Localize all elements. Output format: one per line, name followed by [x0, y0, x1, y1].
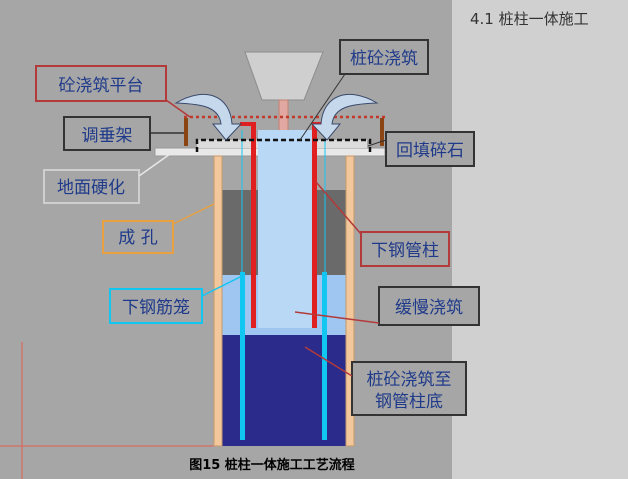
concrete-hopper: [244, 51, 324, 101]
leader-form-hole: [172, 203, 215, 225]
pour-arrow-left: [174, 94, 243, 141]
page-background: [452, 0, 628, 479]
casing-right: [345, 155, 355, 447]
label-form-hole: 成 孔: [102, 220, 174, 254]
steel-column-top-left: [240, 122, 256, 126]
svg-text:调垂架: 调垂架: [82, 126, 133, 146]
adjust-frame-dashed: [195, 138, 372, 152]
svg-text:桩砼浇筑至: 桩砼浇筑至: [367, 370, 452, 390]
figure-caption: 图15 桩柱一体施工工艺流程: [189, 457, 355, 473]
label-lower-steel-column: 下钢管柱: [360, 231, 450, 267]
label-pour-to-column: 桩砼浇筑至 钢管柱底: [351, 361, 467, 416]
section-heading: 4.1 桩柱一体施工: [470, 10, 589, 28]
label-pile-pour: 桩砼浇筑: [339, 39, 429, 75]
adjust-frame-right-post: [380, 118, 384, 146]
svg-text:缓慢浇筑: 缓慢浇筑: [395, 297, 463, 318]
svg-text:回填碎石: 回填碎石: [396, 141, 464, 161]
adjust-frame-left-post: [184, 118, 188, 146]
leader-pour-platform: [165, 99, 191, 118]
svg-text:下钢管柱: 下钢管柱: [371, 241, 439, 261]
steel-column-inner: [258, 130, 314, 328]
label-slow-pour: 缓慢浇筑: [378, 286, 480, 326]
steel-column-wall-left: [251, 122, 256, 328]
svg-text:成 孔: 成 孔: [118, 228, 157, 248]
svg-text:砼浇筑平台: 砼浇筑平台: [59, 76, 144, 96]
leader-backfill: [367, 139, 387, 147]
label-lower-cage: 下钢筋笼: [109, 288, 203, 324]
svg-text:钢管柱底: 钢管柱底: [375, 392, 443, 412]
leader-pile-pour: [299, 73, 346, 141]
leader-lower-steel-column: [315, 181, 362, 235]
svg-text:下钢筋笼: 下钢筋笼: [122, 298, 190, 318]
leader-pour-to-column: [304, 346, 353, 377]
svg-text:桩砼浇筑: 桩砼浇筑: [350, 49, 418, 69]
rebar-cage-right: [322, 272, 327, 440]
label-ground-harden: 地面硬化: [43, 169, 140, 204]
leader-ground-harden: [138, 153, 171, 177]
leader-slow-pour: [294, 311, 380, 324]
label-pour-platform: 砼浇筑平台: [35, 65, 167, 102]
rebar-cage-left: [240, 272, 245, 440]
steel-column-wall-right: [312, 122, 317, 328]
svg-text:地面硬化: 地面硬化: [57, 178, 125, 198]
pour-arrow-right: [310, 94, 379, 141]
label-backfill: 回填碎石: [385, 131, 475, 167]
casing-left: [213, 155, 223, 447]
label-adjust-frame: 调垂架: [63, 116, 151, 151]
leader-lower-cage: [201, 275, 243, 297]
